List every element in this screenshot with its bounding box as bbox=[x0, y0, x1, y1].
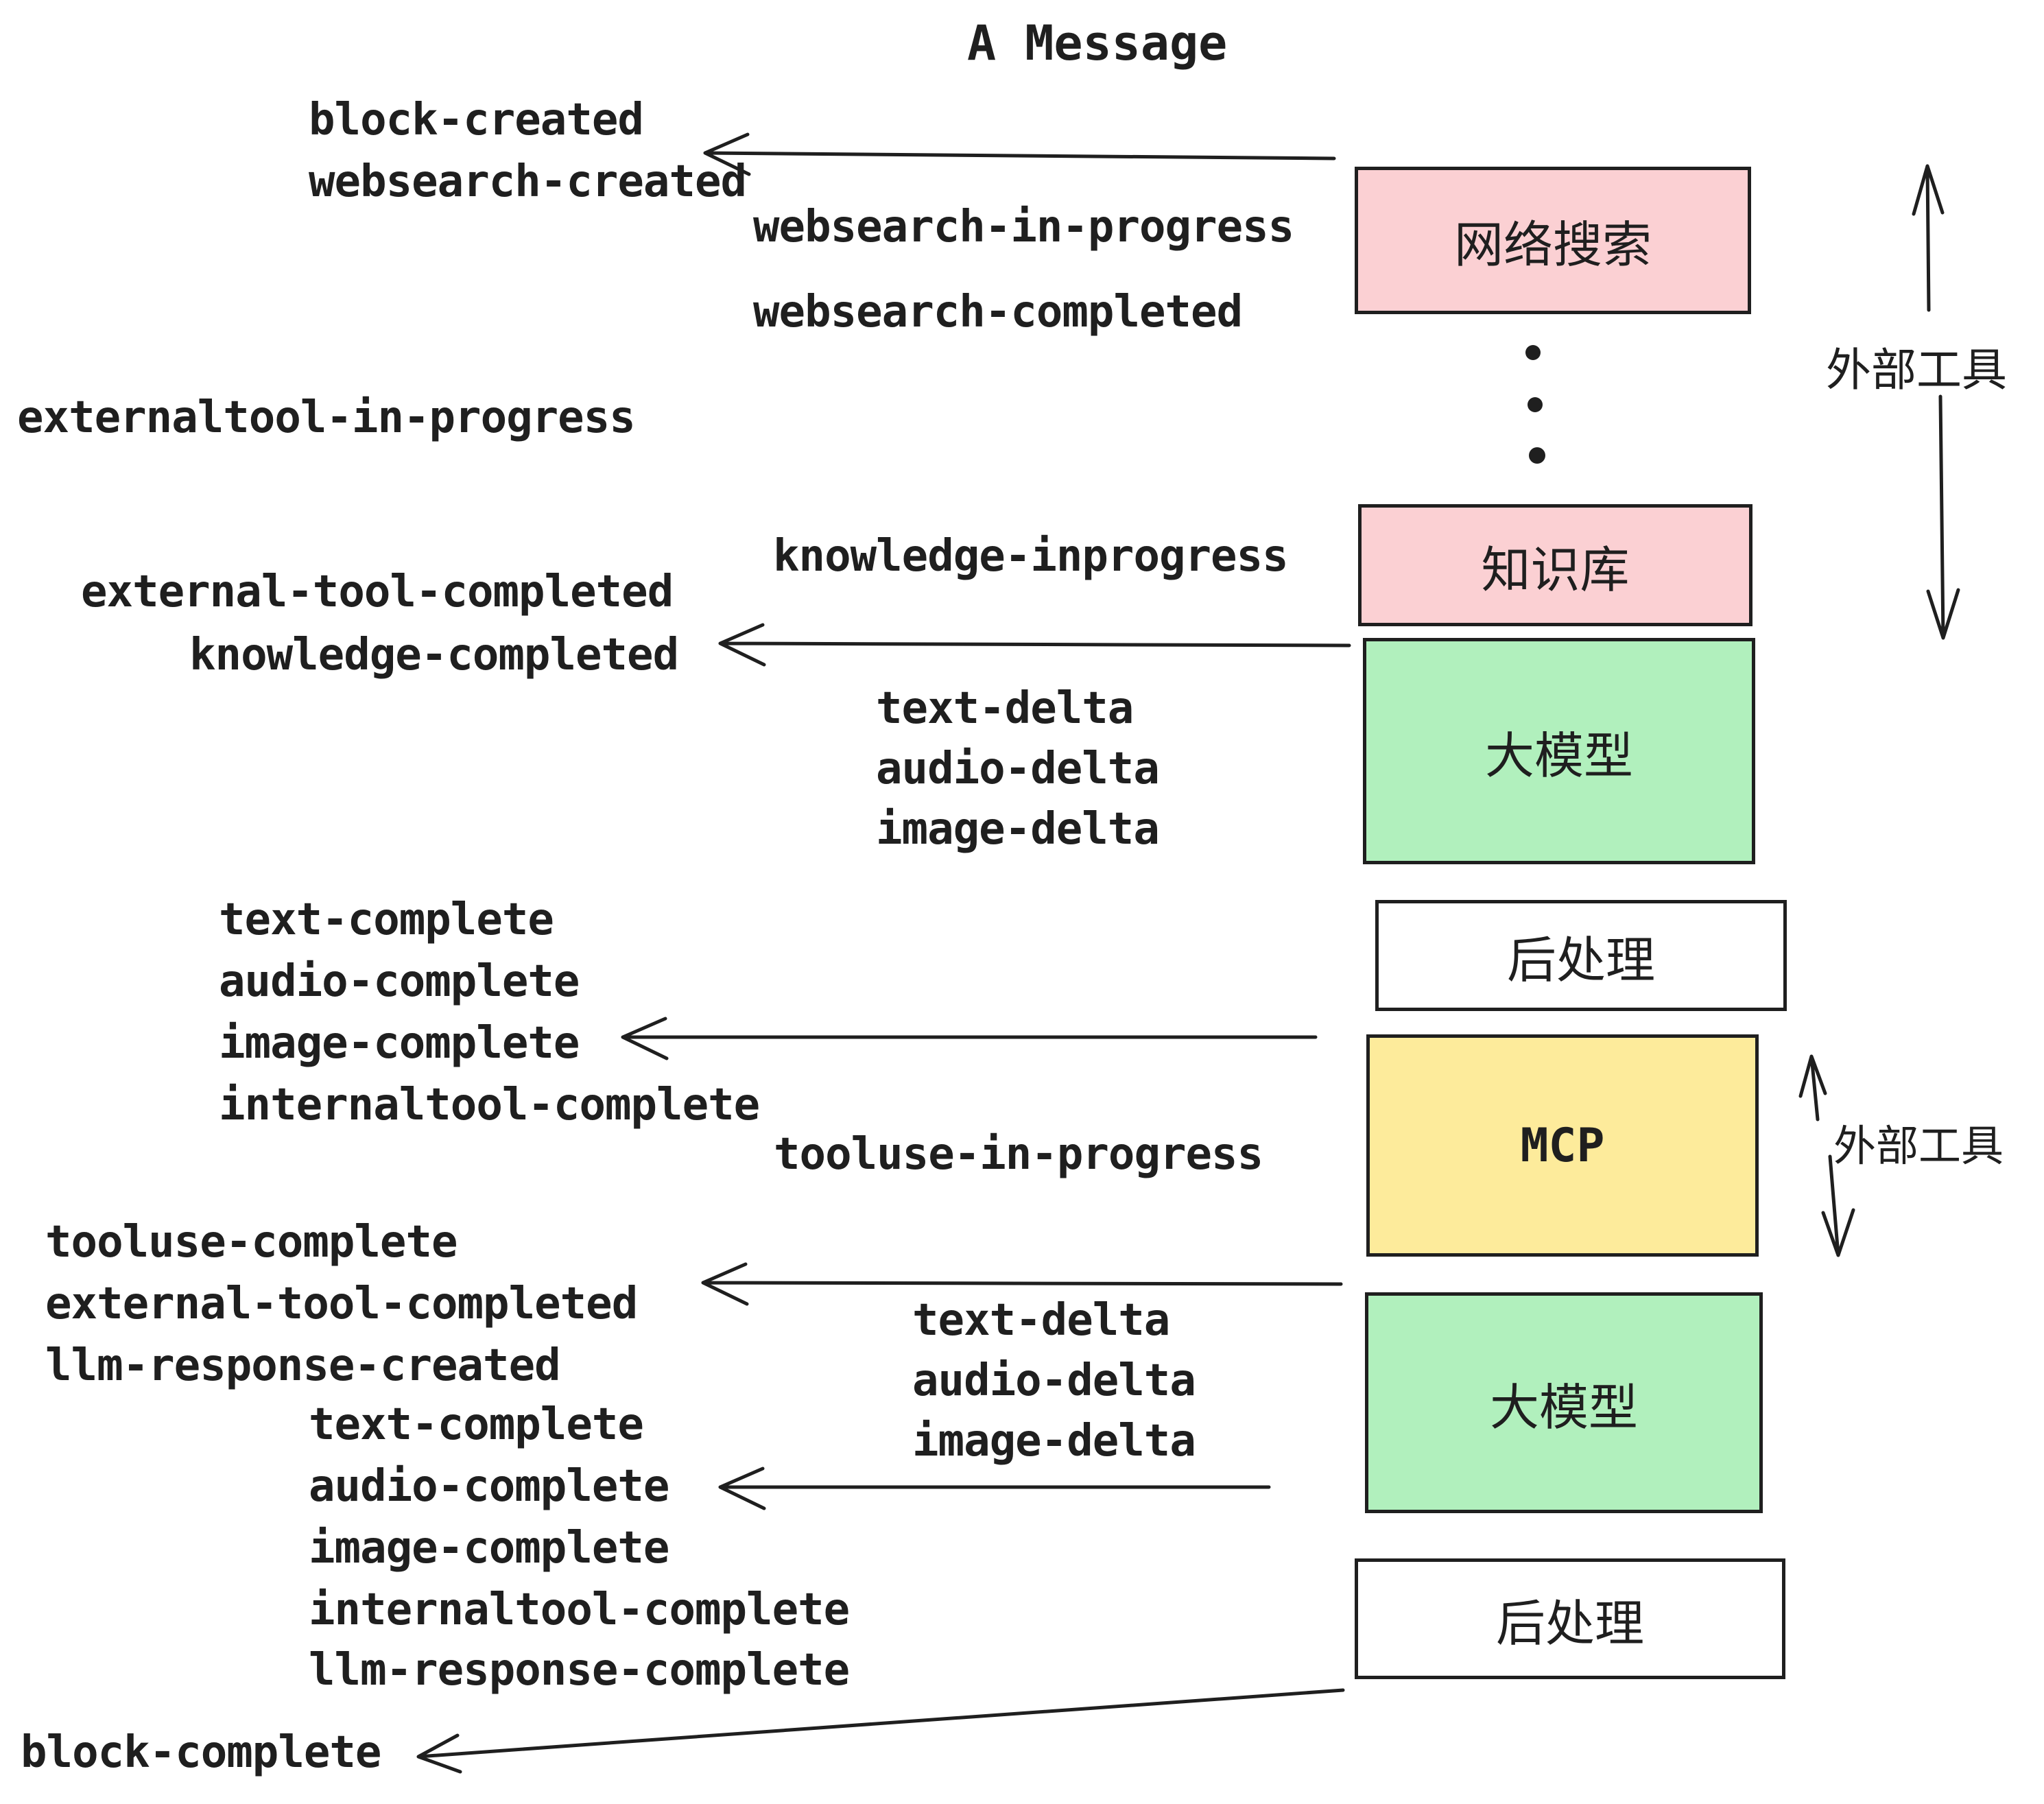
box-llm-2-label: 大模型 bbox=[1489, 1378, 1638, 1436]
event-internaltool-complete-1: internaltool-complete bbox=[219, 1080, 760, 1130]
box-postprocess-1: 后处理 bbox=[1375, 900, 1787, 1011]
diagram-title: A Message bbox=[967, 15, 1228, 71]
ellipsis-dots bbox=[1525, 345, 1545, 464]
event-external-tool-completed-2: external-tool-completed bbox=[45, 1279, 638, 1329]
box-knowledge-label: 知识库 bbox=[1481, 541, 1630, 599]
box-websearch: 网络搜索 bbox=[1355, 167, 1751, 314]
box-websearch-label: 网络搜索 bbox=[1453, 216, 1652, 274]
box-llm-1-label: 大模型 bbox=[1484, 726, 1633, 785]
event-text-delta-2: text-delta bbox=[912, 1295, 1170, 1346]
event-websearch-completed: websearch-completed bbox=[753, 287, 1243, 337]
arrow-to-block-complete bbox=[416, 1688, 1345, 1774]
event-block-created: block-created bbox=[309, 95, 644, 145]
label-external-tools-mcp: 外部工具 bbox=[1833, 1121, 2004, 1171]
event-image-delta-1: image-delta bbox=[876, 804, 1160, 855]
arrow-external-tools-down-1 bbox=[1926, 394, 1960, 640]
event-external-tool-completed: external-tool-completed bbox=[81, 567, 674, 617]
event-knowledge-inprogress: knowledge-inprogress bbox=[773, 531, 1289, 582]
event-text-complete-1: text-complete bbox=[219, 894, 554, 945]
box-postprocess-1-label: 后处理 bbox=[1506, 931, 1655, 989]
event-text-delta-1: text-delta bbox=[876, 683, 1134, 734]
event-image-delta-2: image-delta bbox=[912, 1416, 1196, 1467]
label-external-tools-top: 外部工具 bbox=[1826, 344, 2007, 396]
box-postprocess-2: 后处理 bbox=[1355, 1558, 1785, 1679]
event-audio-delta-1: audio-delta bbox=[876, 744, 1160, 794]
box-mcp: MCP bbox=[1366, 1034, 1759, 1257]
event-knowledge-completed: knowledge-completed bbox=[189, 630, 679, 680]
arrow-to-audio-complete bbox=[718, 1467, 1271, 1510]
event-externaltool-in-progress: externaltool-in-progress bbox=[17, 392, 636, 443]
box-knowledge: 知识库 bbox=[1358, 504, 1752, 626]
event-block-complete: block-complete bbox=[21, 1727, 381, 1778]
event-audio-delta-2: audio-delta bbox=[912, 1355, 1196, 1406]
box-mcp-label: MCP bbox=[1520, 1118, 1605, 1173]
event-tooluse-complete: tooluse-complete bbox=[45, 1217, 457, 1268]
event-audio-complete-2: audio-complete bbox=[309, 1461, 669, 1512]
event-audio-complete-1: audio-complete bbox=[219, 956, 580, 1007]
arrow-external-tools-up-2 bbox=[1798, 1054, 1827, 1121]
event-websearch-in-progress: websearch-in-progress bbox=[753, 202, 1294, 252]
event-llm-response-complete: llm-response-complete bbox=[309, 1645, 850, 1696]
event-text-complete-2: text-complete bbox=[309, 1399, 644, 1450]
arrow-external-tools-up-1 bbox=[1912, 164, 1945, 312]
box-llm-1: 大模型 bbox=[1363, 638, 1755, 864]
event-image-complete-2: image-complete bbox=[309, 1523, 669, 1574]
event-websearch-created: websearch-created bbox=[309, 156, 747, 207]
box-llm-2: 大模型 bbox=[1365, 1292, 1763, 1513]
arrow-to-websearch-created bbox=[703, 132, 1336, 176]
event-internaltool-complete-2: internaltool-complete bbox=[309, 1585, 850, 1635]
arrow-to-image-complete bbox=[621, 1017, 1318, 1060]
event-llm-response-created: llm-response-created bbox=[45, 1340, 561, 1391]
arrow-to-knowledge-completed bbox=[718, 623, 1351, 667]
box-postprocess-2-label: 后处理 bbox=[1495, 1594, 1644, 1652]
event-tooluse-in-progress: tooluse-in-progress bbox=[774, 1129, 1263, 1180]
event-image-complete-1: image-complete bbox=[219, 1018, 580, 1069]
